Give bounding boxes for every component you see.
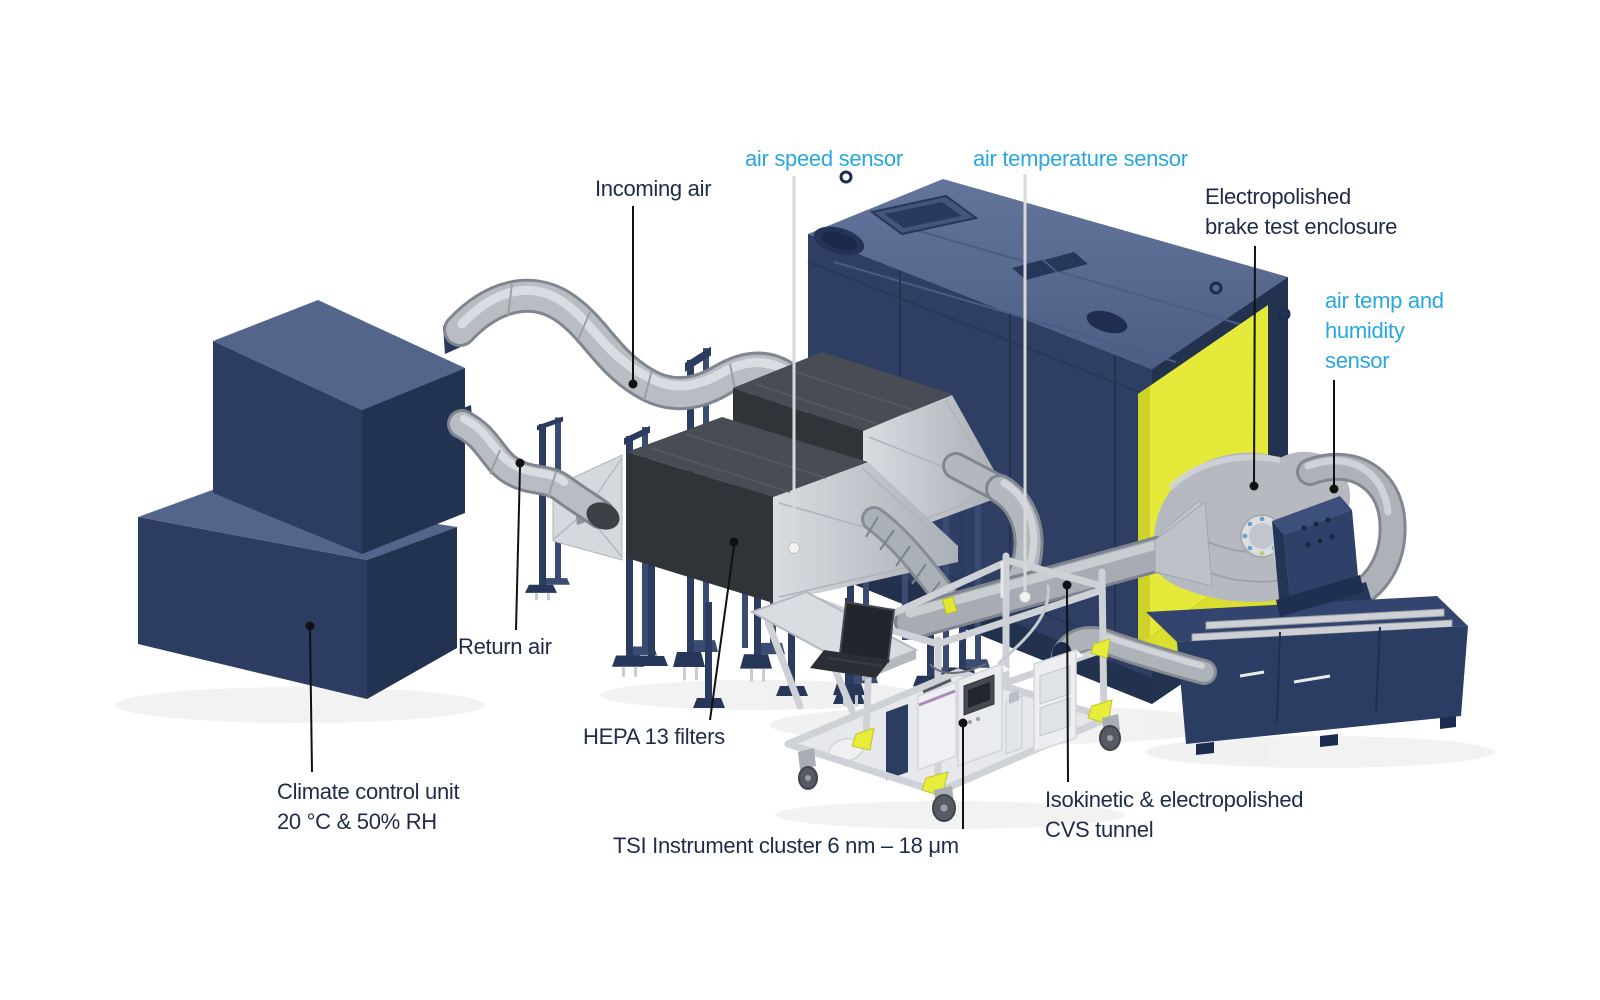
dyno-base [1051, 496, 1468, 755]
label-cvs-tunnel: Isokinetic & electropolished CVS tunnel [1045, 785, 1304, 845]
label-return-air: Return air [458, 634, 552, 659]
label-line: sensor [1325, 348, 1390, 373]
corner-brackets [851, 638, 1113, 797]
label-hepa-filters: HEPA 13 filters [583, 724, 725, 749]
leader-lines [305, 174, 1339, 829]
label-incoming-air: Incoming air [595, 176, 712, 201]
label-line: Isokinetic & electropolished [1045, 787, 1304, 812]
label-air-temperature-sensor: air temperature sensor [973, 146, 1188, 171]
label-line: Electropolished [1205, 184, 1351, 209]
return-air-duct [447, 409, 620, 530]
climate-control-unit [138, 300, 473, 699]
label-climate-control-unit: Climate control unit 20 °C & 50% RH [277, 777, 460, 837]
label-line: 20 °C & 50% RH [277, 809, 437, 834]
label-line: brake test enclosure [1205, 214, 1398, 239]
label-line: CVS tunnel [1045, 817, 1154, 842]
label-line: air temp and [1325, 288, 1444, 313]
label-line: Climate control unit [277, 779, 460, 804]
label-electropolished-enclosure: Electropolished brake test enclosure [1205, 182, 1397, 242]
label-air-speed-sensor: air speed sensor [745, 146, 903, 171]
sampling-lines [929, 562, 1050, 674]
label-tsi-instrument-cluster: TSI Instrument cluster 6 nm – 18 μm [613, 833, 959, 858]
casters [798, 714, 1121, 822]
instrument-cart [749, 552, 1121, 822]
tsi-instruments [917, 648, 1084, 772]
laptop [810, 600, 896, 678]
tunnel-to-scroll-funnel [1154, 501, 1213, 587]
cvs-tunnel-tube [861, 452, 1176, 640]
label-line: humidity [1325, 318, 1405, 343]
label-air-temp-humidity-sensor: air temp and humidity sensor [1325, 286, 1444, 376]
